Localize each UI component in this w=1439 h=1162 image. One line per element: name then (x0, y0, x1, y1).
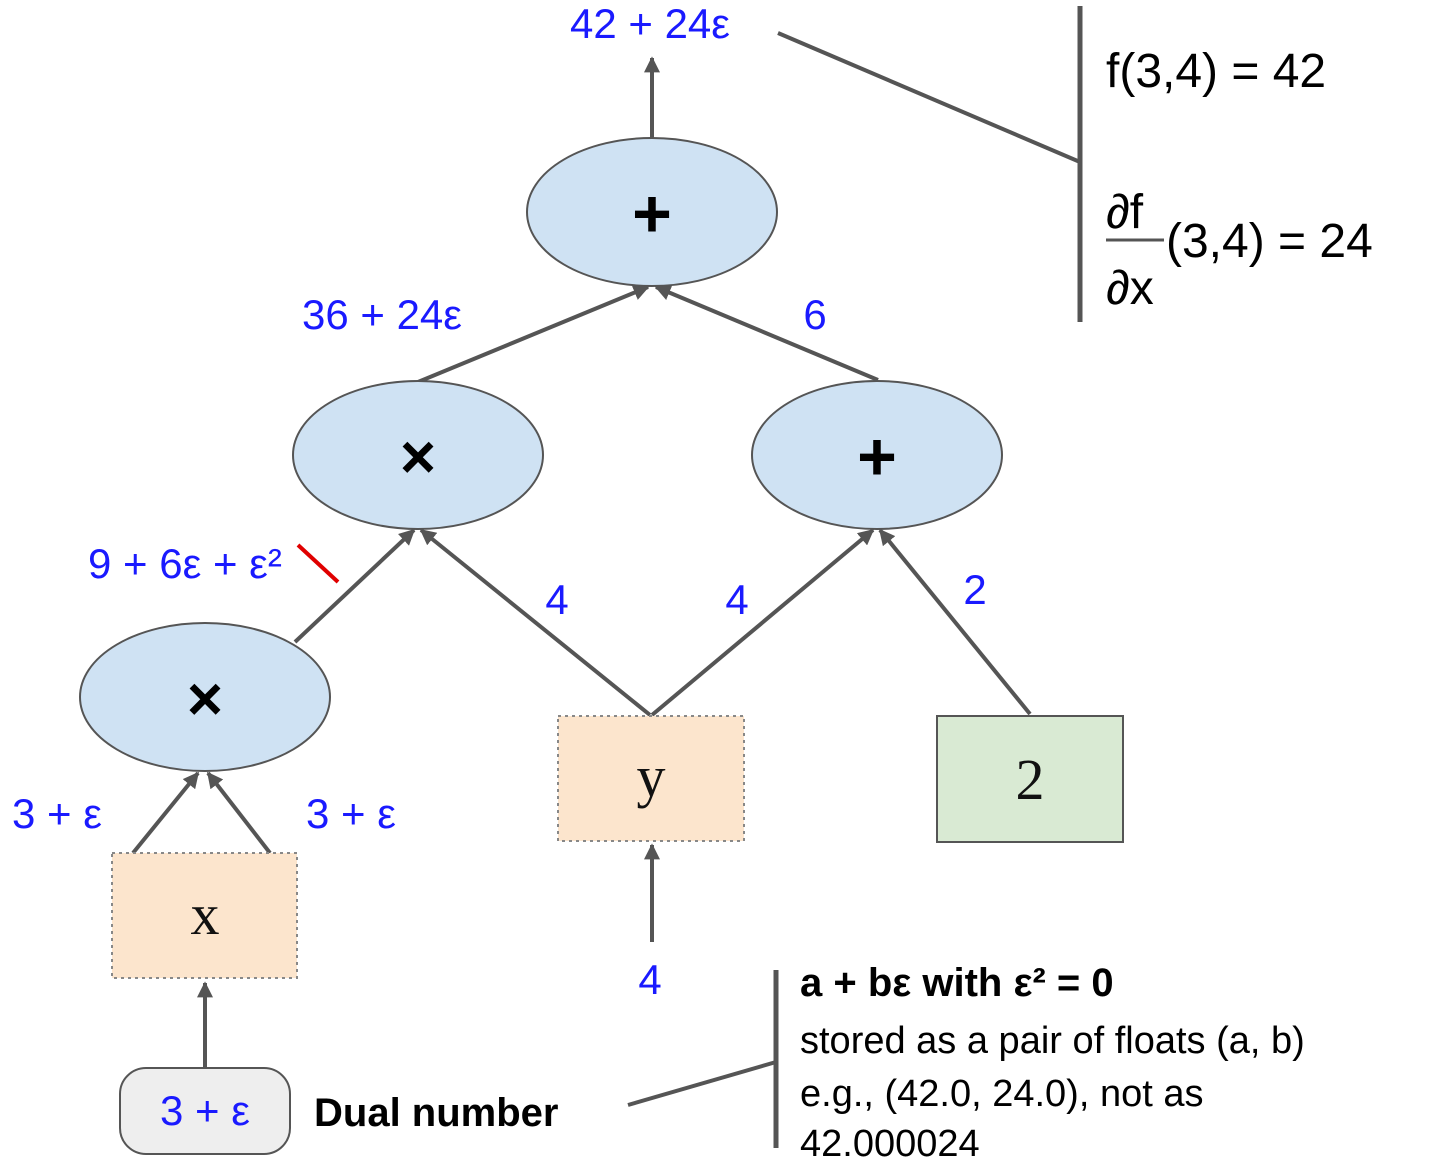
dual-number-label: Dual number (314, 1091, 558, 1135)
mul-mid-symbol: × (400, 423, 436, 492)
const-2-node (936, 715, 1124, 843)
var-x-label: x (191, 882, 220, 947)
top-add-node (526, 137, 778, 287)
mul-mid-out-value: 36 + 24ε (302, 291, 462, 338)
edge-y-to-mul-mid (419, 528, 652, 717)
y-to-mul-value: 4 (545, 576, 568, 623)
mul-low-out-main: 9 + 6ε + (88, 540, 249, 587)
dual-example-node (119, 1067, 291, 1155)
result-value: f(3,4) = 42 (1106, 45, 1326, 98)
note-line-3: 42.000024 (800, 1123, 980, 1162)
add-mid-out-value: 6 (803, 291, 826, 338)
strike-mark (296, 543, 340, 584)
edge-2-to-add-mid (878, 528, 1032, 716)
result-callout-line (777, 31, 1081, 164)
add-mid-symbol: + (857, 419, 897, 495)
derivative-value: (3,4) = 24 (1166, 215, 1373, 268)
edge-mul-mid-to-top-add (417, 285, 650, 384)
note-line-1: stored as a pair of floats (a, b) (800, 1020, 1305, 1062)
mul-mid-node (292, 380, 544, 530)
x-right-value: 3 + ε (306, 790, 396, 837)
edge-mul-low-to-mul-mid (293, 528, 416, 644)
derivative-numerator: ∂f (1106, 186, 1144, 239)
add-mid-node (751, 380, 1003, 530)
two-to-add-value: 2 (963, 566, 986, 613)
var-y-label: y (637, 744, 666, 809)
dual-example-value: 3 + ε (160, 1087, 250, 1134)
edge-x-left-to-mul-low (131, 771, 200, 855)
var-x-node (111, 852, 298, 979)
top-add-symbol: + (632, 176, 672, 252)
mul-low-node (79, 622, 331, 772)
x-left-value: 3 + ε (12, 790, 102, 837)
edge-y-to-add-mid (650, 528, 875, 717)
mul-low-symbol: × (187, 665, 223, 734)
mul-low-out-value: 9 + 6ε + ε² (88, 540, 282, 587)
y-to-add-value: 4 (725, 576, 748, 623)
output-value: 42 + 24ε (570, 0, 730, 47)
note-title: a + bε with ε² = 0 (800, 961, 1114, 1005)
edge-add-mid-to-top-add (654, 285, 879, 382)
note-line-2: e.g., (42.0, 24.0), not as (800, 1073, 1203, 1115)
edge-x-right-to-mul-low (206, 771, 272, 855)
const-2-label: 2 (1016, 747, 1045, 812)
derivative-denominator: ∂x (1106, 262, 1154, 315)
dual-callout-line (627, 1060, 777, 1107)
y-input-value: 4 (638, 956, 661, 1003)
mul-low-out-struck-term: ε² (249, 540, 282, 587)
var-y-node (557, 715, 745, 842)
